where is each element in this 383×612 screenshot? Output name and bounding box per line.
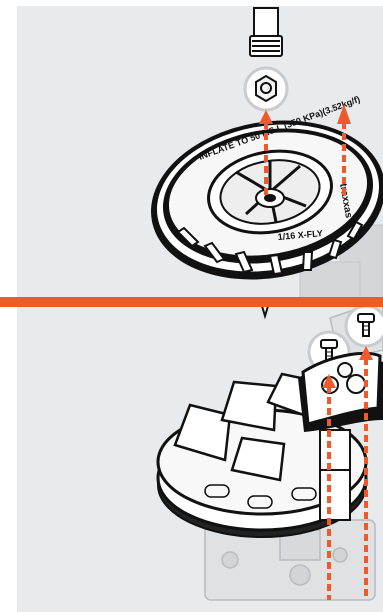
step-divider	[0, 297, 383, 307]
axle-stub-icon	[250, 8, 282, 56]
screw-icon	[346, 306, 383, 346]
hex-nut-icon	[245, 68, 287, 110]
